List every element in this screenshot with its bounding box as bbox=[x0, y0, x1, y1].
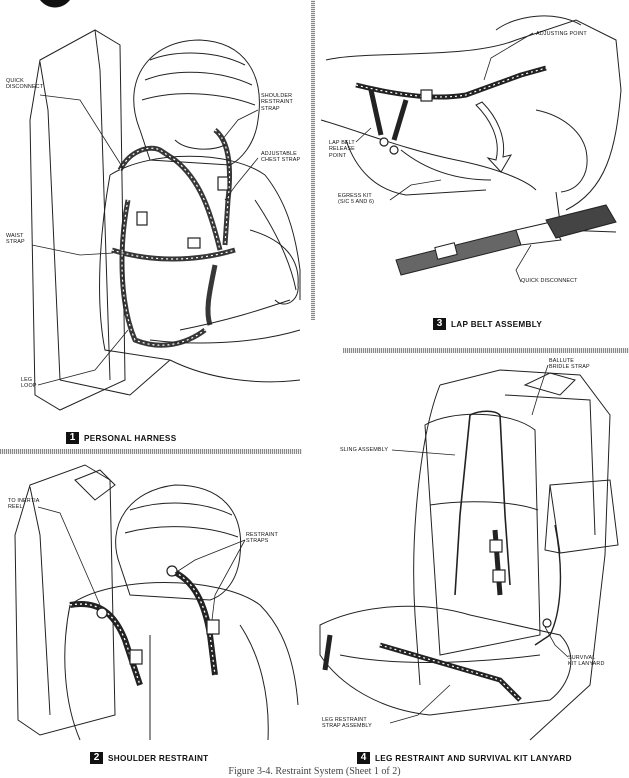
caption-panel-3: 3 LAP BELT ASSEMBLY bbox=[433, 318, 542, 330]
panel-shoulder-restraint: TO INERTIA REEL RESTRAINT STRAPS bbox=[0, 455, 305, 740]
label-ballute-bridle-strap: BALLUTE BRIDLE STRAP bbox=[549, 358, 590, 371]
panel-lap-belt-assembly: ADJUSTING POINT LAP BELT RELEASE POINT E… bbox=[316, 0, 629, 335]
lap-belt-illustration bbox=[316, 0, 629, 335]
panel-number-1: 1 bbox=[66, 432, 79, 444]
divider-panel4-top bbox=[343, 348, 629, 353]
label-lap-belt-release-point: LAP BELT RELEASE POINT bbox=[329, 140, 355, 159]
panel-personal-harness: QUICK DISCONNECT SHOULDER RESTRAINT STRA… bbox=[0, 0, 305, 425]
divider-panel3-left bbox=[311, 0, 315, 320]
label-survival-kit-lanyard: SURVIVAL KIT LANYARD bbox=[568, 655, 605, 668]
label-adjustable-chest-strap: ADJUSTABLE CHEST STRAP bbox=[261, 151, 300, 164]
caption-panel-1: 1 PERSONAL HARNESS bbox=[66, 432, 176, 444]
caption-panel-4: 4 LEG RESTRAINT AND SURVIVAL KIT LANYARD bbox=[357, 752, 572, 764]
label-quick-disconnect: QUICK DISCONNECT bbox=[6, 78, 43, 91]
label-to-inertia-reel: TO INERTIA REEL bbox=[8, 498, 40, 511]
panel-number-4: 4 bbox=[357, 752, 370, 764]
label-adjusting-point: ADJUSTING POINT bbox=[536, 31, 587, 37]
leg-restraint-illustration bbox=[300, 355, 629, 745]
panel-number-2: 2 bbox=[90, 752, 103, 764]
label-restraint-straps: RESTRAINT STRAPS bbox=[246, 532, 278, 545]
label-sling-assembly: SLING ASSEMBLY bbox=[340, 447, 388, 453]
label-leg-loop: LEG LOOP bbox=[21, 377, 37, 390]
figure-caption: Figure 3-4. Restraint System (Sheet 1 of… bbox=[0, 766, 629, 777]
panel-number-3: 3 bbox=[433, 318, 446, 330]
panel-leg-restraint: BALLUTE BRIDLE STRAP SLING ASSEMBLY SURV… bbox=[300, 355, 629, 745]
shoulder-restraint-illustration bbox=[0, 455, 305, 740]
divider-panel2-top bbox=[0, 449, 302, 454]
caption-panel-2: 2 SHOULDER RESTRAINT bbox=[90, 752, 208, 764]
label-leg-restraint-strap-assembly: LEG RESTRAINT STRAP ASSEMBLY bbox=[322, 717, 372, 730]
label-waist-strap: WAIST STRAP bbox=[6, 233, 25, 246]
corner-mark-icon bbox=[40, 0, 70, 10]
panel-title-1: PERSONAL HARNESS bbox=[84, 434, 176, 443]
label-quick-disconnect-lap: QUICK DISCONNECT bbox=[521, 278, 578, 284]
label-egress-kit: EGRESS KIT (S/C 5 AND 6) bbox=[338, 193, 374, 206]
label-shoulder-restraint-strap: SHOULDER RESTRAINT STRAP bbox=[261, 93, 293, 112]
panel-title-2: SHOULDER RESTRAINT bbox=[108, 754, 208, 763]
personal-harness-illustration bbox=[0, 0, 305, 425]
panel-title-3: LAP BELT ASSEMBLY bbox=[451, 320, 542, 329]
panel-title-4: LEG RESTRAINT AND SURVIVAL KIT LANYARD bbox=[375, 754, 572, 763]
